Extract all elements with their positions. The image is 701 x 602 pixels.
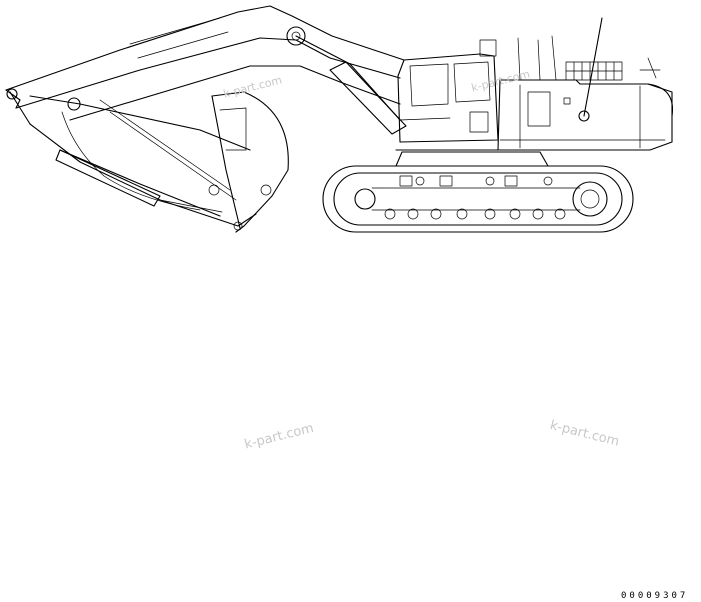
- drawing-number: 00009307: [621, 591, 689, 601]
- bucket: [208, 91, 289, 233]
- decal-marker: [578, 110, 590, 122]
- arm: [6, 88, 257, 227]
- crawler-track: [322, 151, 634, 233]
- callout-leader: [583, 17, 603, 117]
- boom-cylinder: [295, 35, 407, 135]
- revolving-frame: [395, 35, 674, 151]
- hydraulic-hose: [61, 111, 201, 211]
- operator-cab: [397, 39, 499, 143]
- arm-cylinder: [55, 149, 223, 213]
